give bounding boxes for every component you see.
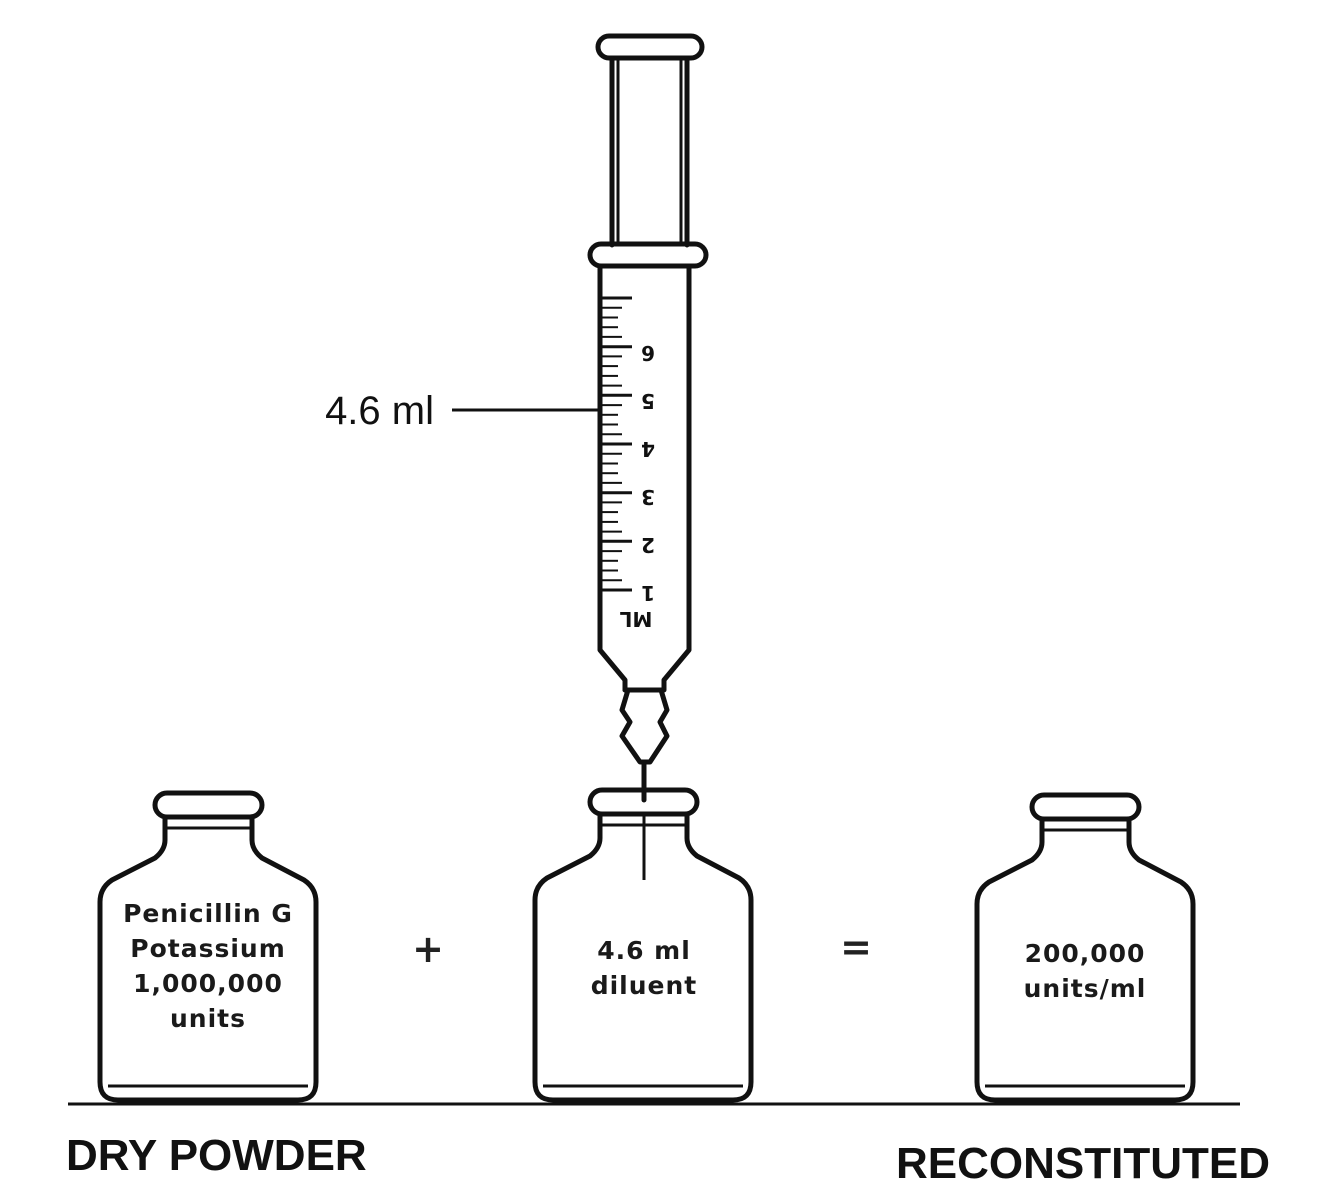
vial-label-line: diluent [591,971,698,1000]
scale-unit-label: ML [619,607,652,631]
plus-sign: + [412,927,444,971]
scale-number-3: 3 [641,485,655,509]
scale-number-1: 1 [641,581,655,605]
caption-reconstituted: RECONSTITUTED [896,1139,1270,1188]
vial-reconstituted [974,792,1196,1103]
vial-label-line: 4.6 ml [597,936,691,965]
vial-label-line: 200,000 [1025,939,1146,968]
syringe-barrel [597,263,692,693]
vial-body [532,811,754,1103]
caption-dry-powder: DRY POWDER [66,1131,367,1180]
plunger-cap [595,33,705,61]
vial-cap [1029,792,1142,822]
vial-label-line: Penicillin G [123,899,293,928]
syringe-scale-ticks [602,296,632,592]
vial-diluent [532,787,754,1103]
vial-label-line: 1,000,000 [133,969,283,998]
equals-sign: = [840,925,872,969]
vial-body [97,814,319,1103]
scale-number-2: 2 [641,533,655,557]
vial-label-line: units [170,1004,246,1033]
plunger-rod [609,55,690,248]
scale-number-5: 5 [641,389,655,413]
vial-label-dry-powder: Penicillin G Potassium 1,000,000 units [123,899,293,1033]
barrel-flange [587,241,709,269]
scale-number-6: 6 [641,341,655,365]
vial-label-diluent: 4.6 ml diluent [591,936,698,1000]
syringe-scale-numbers: 1 2 3 4 5 6 ML [619,341,655,631]
vial-label-line: units/ml [1024,974,1147,1003]
vial-body [974,816,1196,1103]
vial-label-line: Potassium [130,934,286,963]
volume-callout: 4.6 ml [325,389,434,433]
vial-cap [152,790,265,820]
vial-label-reconstituted: 200,000 units/ml [1024,939,1147,1003]
syringe-hub [619,687,670,765]
scale-number-4: 4 [641,437,655,461]
syringe: 1 2 3 4 5 6 ML 4.6 ml [325,33,709,880]
vial-dry-powder [97,790,319,1103]
